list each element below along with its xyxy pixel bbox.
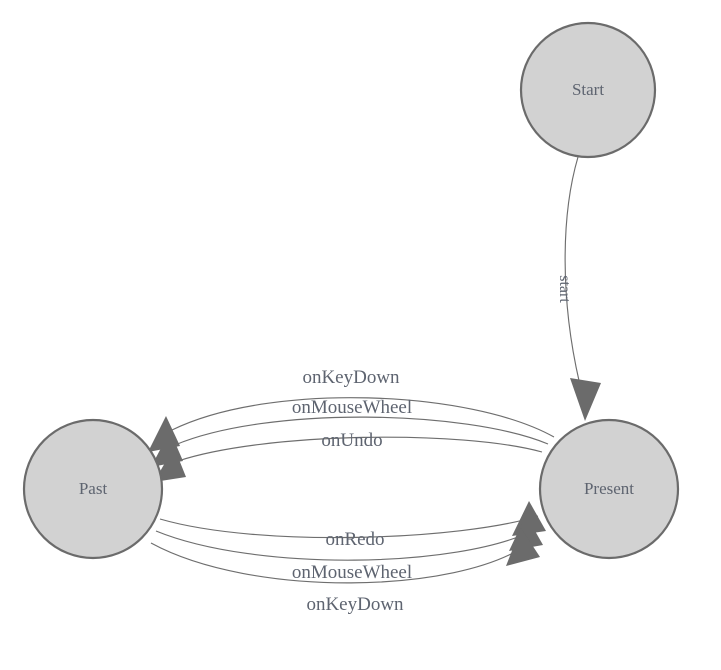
node-start[interactable]: Start xyxy=(519,21,657,159)
node-past-circle xyxy=(22,418,164,560)
edge-path-start-present xyxy=(564,156,581,386)
edge-path-present-past-undo xyxy=(177,436,543,462)
node-start-circle xyxy=(519,21,657,159)
edge-label-present-past-keydown: onKeyDown xyxy=(302,367,400,388)
edge-present-to-past-onundo[interactable]: onUndo xyxy=(154,430,543,482)
node-start-label: Start xyxy=(572,80,604,99)
edge-label-present-past-undo: onUndo xyxy=(321,430,382,451)
edge-path-present-past-wheel xyxy=(174,416,549,446)
edge-label-past-present-keydown: onKeyDown xyxy=(306,594,404,615)
edge-path-present-past-keydown xyxy=(171,397,555,438)
edge-label-past-present-redo: onRedo xyxy=(325,529,384,550)
edge-path-past-present-redo xyxy=(159,515,539,539)
node-present-circle xyxy=(538,418,680,560)
node-present-label: Present xyxy=(584,479,634,498)
edge-past-to-present-onkeydown[interactable]: onKeyDown xyxy=(150,528,540,615)
arrowhead-start-present xyxy=(570,378,601,421)
edge-label-past-present-wheel: onMouseWheel xyxy=(292,562,412,583)
edge-label-present-past-wheel: onMouseWheel xyxy=(292,397,412,418)
edge-path-past-present-keydown xyxy=(150,542,529,584)
node-present[interactable]: Present xyxy=(538,418,680,560)
edge-start-to-present[interactable]: start xyxy=(556,156,601,421)
edge-path-past-present-wheel xyxy=(155,529,535,561)
arrowhead-past-present-keydown xyxy=(506,528,540,566)
node-past-label: Past xyxy=(79,479,108,498)
node-past[interactable]: Past xyxy=(22,418,164,560)
edge-past-to-present-onredo[interactable]: onRedo xyxy=(159,501,546,550)
arrowhead-present-past-undo xyxy=(154,447,186,482)
edge-label-start: start xyxy=(556,275,573,303)
